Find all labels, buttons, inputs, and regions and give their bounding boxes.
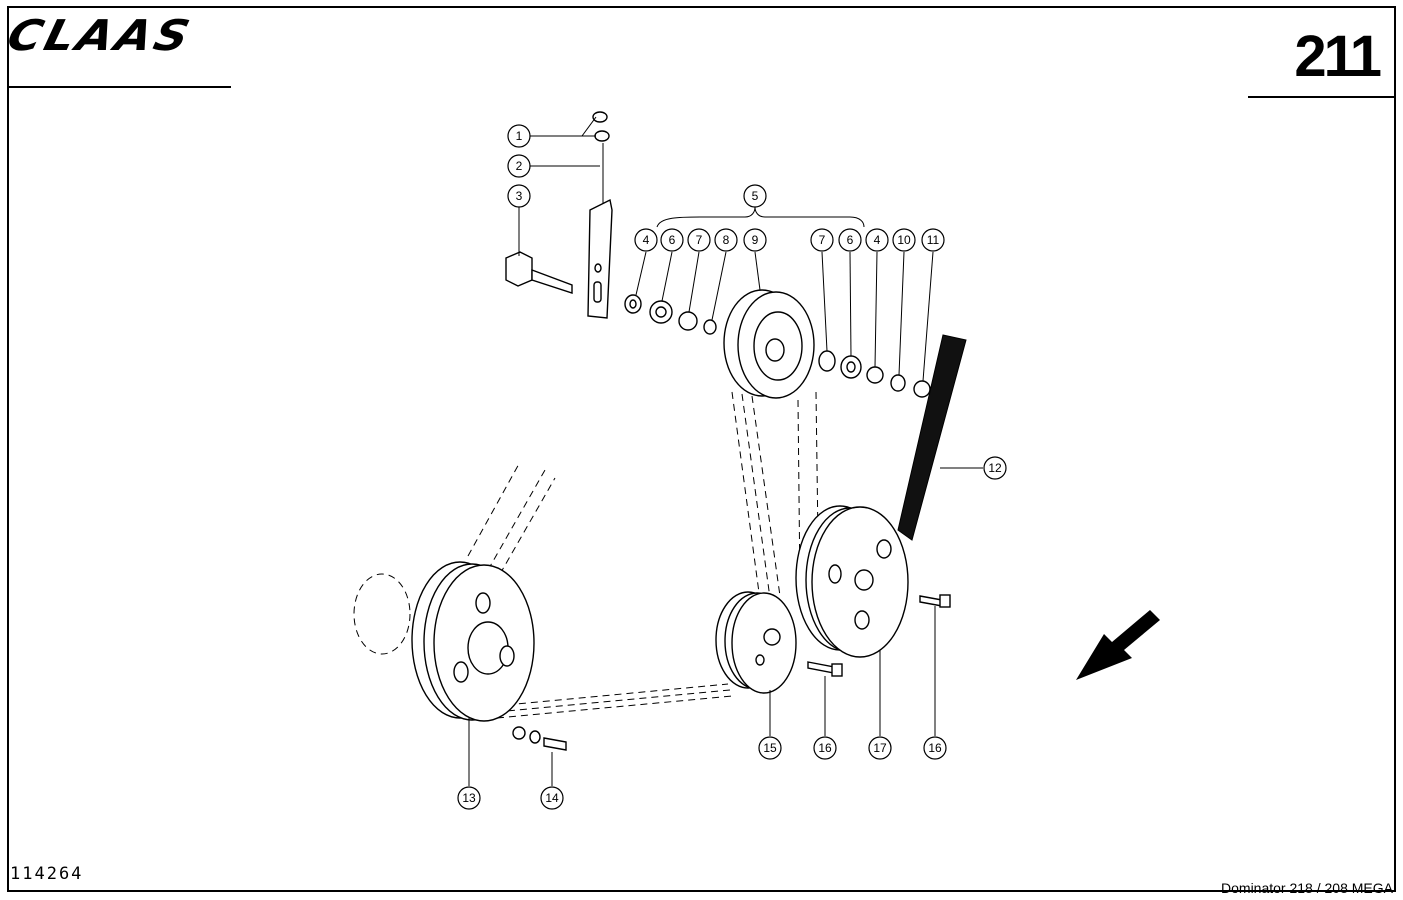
svg-text:17: 17 (873, 741, 887, 755)
svg-text:1: 1 (516, 129, 523, 143)
svg-text:10: 10 (897, 233, 911, 247)
callout-4-right: 4 (865, 228, 889, 252)
callout-16-right: 16 (923, 736, 947, 760)
svg-text:14: 14 (545, 791, 559, 805)
callout-6-left: 6 (660, 228, 684, 252)
svg-text:7: 7 (819, 233, 826, 247)
bolt-14-part (512, 726, 567, 751)
drawing-number: 114264 (10, 864, 84, 884)
callout-12: 12 (983, 456, 1007, 480)
svg-text:5: 5 (752, 189, 759, 203)
logo-divider (7, 86, 231, 88)
svg-text:11: 11 (927, 233, 940, 247)
v-belt-12 (897, 334, 967, 541)
callout-15: 15 (758, 736, 782, 760)
tensioner-plate-part (587, 198, 613, 319)
svg-text:16: 16 (928, 741, 942, 755)
page-frame (7, 6, 1396, 892)
svg-text:16: 16 (818, 741, 832, 755)
left-bearing-set (624, 294, 717, 335)
nut-1-part (592, 111, 610, 142)
right-bearing-set (818, 350, 931, 398)
drive-pulley-13 (353, 561, 535, 722)
svg-text:8: 8 (723, 233, 730, 247)
page-number-divider (1248, 96, 1396, 98)
callout-7-left: 7 (687, 228, 711, 252)
svg-text:4: 4 (874, 233, 881, 247)
callout-4-left: 4 (634, 228, 658, 252)
bolt-16-left-part (807, 661, 843, 677)
callout-3: 3 (507, 184, 531, 208)
machine-model: Dominator 218 / 208 MEGA (1221, 880, 1393, 896)
callout-16-left: 16 (813, 736, 837, 760)
direction-arrow-icon (1076, 610, 1160, 680)
svg-text:15: 15 (763, 741, 777, 755)
bolt-3-part (505, 251, 573, 294)
callout-2: 2 (507, 154, 531, 178)
leader-lines (468, 116, 983, 786)
pulley-17 (795, 505, 909, 658)
callout-17: 17 (868, 736, 892, 760)
svg-text:4: 4 (643, 233, 650, 247)
page-number: 211 (1294, 24, 1382, 89)
svg-text:7: 7 (696, 233, 703, 247)
svg-text:6: 6 (669, 233, 676, 247)
bolt-16-right-part (919, 594, 951, 608)
callout-14: 14 (540, 786, 564, 810)
belt-paths (467, 391, 819, 719)
callout-7-right: 7 (810, 228, 834, 252)
idler-pulley-9 (723, 289, 815, 399)
svg-text:6: 6 (847, 233, 854, 247)
svg-text:2: 2 (516, 159, 523, 173)
pulley-15 (715, 591, 797, 694)
callout-10: 10 (892, 228, 916, 252)
svg-text:3: 3 (516, 189, 523, 203)
callout-9: 9 (743, 228, 767, 252)
callout-1: 1 (507, 124, 531, 148)
svg-text:13: 13 (462, 791, 476, 805)
svg-text:12: 12 (988, 461, 1002, 475)
callout-6-right: 6 (838, 228, 862, 252)
callout-8: 8 (714, 228, 738, 252)
callout-5: 5 (743, 184, 767, 208)
callout-11: 11 (921, 228, 945, 252)
svg-text:9: 9 (752, 233, 759, 247)
callout-13: 13 (457, 786, 481, 810)
